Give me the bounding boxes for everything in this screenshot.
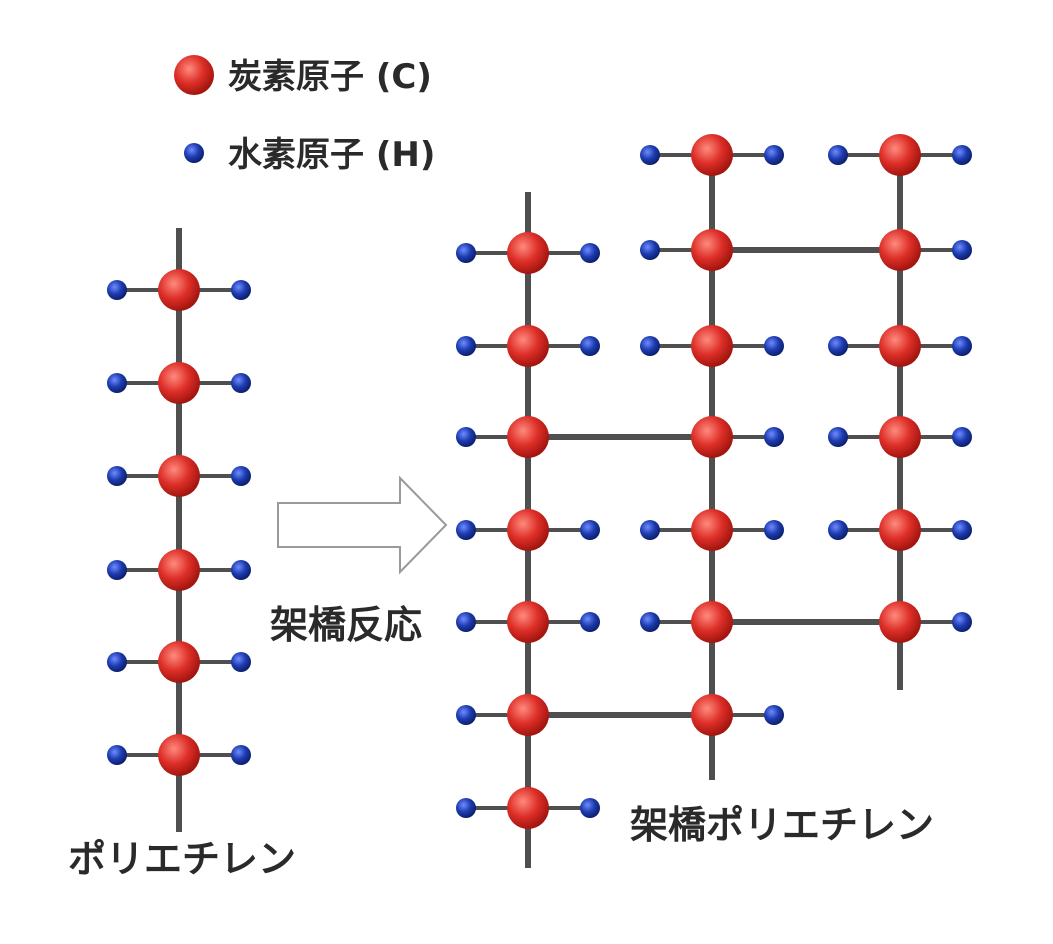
hydrogen-atom <box>828 336 848 356</box>
carbon-atom <box>691 694 733 736</box>
hydrogen-atom <box>764 427 784 447</box>
carbon-atom <box>507 509 549 551</box>
polyethylene-label: ポリエチレン <box>68 837 296 881</box>
carbon-atom <box>507 601 549 643</box>
hydrogen-atom <box>640 240 660 260</box>
hydrogen-atom <box>952 145 972 165</box>
hydrogen-atom <box>640 145 660 165</box>
hydrogen-atom <box>580 336 600 356</box>
hydrogen-atom <box>231 745 251 765</box>
hydrogen-atom <box>952 612 972 632</box>
hydrogen-atom <box>456 336 476 356</box>
carbon-atom <box>879 134 921 176</box>
hydrogen-atom <box>231 560 251 580</box>
legend-carbon-marker <box>174 55 214 95</box>
hydrogen-atom <box>640 612 660 632</box>
hydrogen-atom <box>828 520 848 540</box>
hydrogen-atom <box>231 280 251 300</box>
hydrogen-atom <box>640 336 660 356</box>
carbon-atom <box>158 269 200 311</box>
hydrogen-atom <box>580 520 600 540</box>
hydrogen-atom <box>952 240 972 260</box>
arrow-shape <box>277 475 448 575</box>
carbon-atom <box>507 416 549 458</box>
hydrogen-atom <box>828 427 848 447</box>
carbon-atom <box>879 601 921 643</box>
hydrogen-atom <box>764 520 784 540</box>
hydrogen-atom <box>764 145 784 165</box>
carbon-atom <box>879 325 921 367</box>
hydrogen-atom <box>456 427 476 447</box>
carbon-atom <box>691 601 733 643</box>
hydrogen-atom <box>764 336 784 356</box>
hydrogen-atom <box>456 705 476 725</box>
carbon-atom <box>507 232 549 274</box>
reaction-label: 架橋反応 <box>270 603 422 647</box>
polyethylene-chain <box>107 228 251 832</box>
carbon-atom <box>879 509 921 551</box>
hydrogen-atom <box>107 560 127 580</box>
legend-carbon-label: 炭素原子 (C) <box>228 57 432 97</box>
hydrogen-atom <box>107 373 127 393</box>
carbon-atom <box>507 694 549 736</box>
hydrogen-atom <box>456 520 476 540</box>
legend: 炭素原子 (C) 水素原子 (H) <box>174 55 435 175</box>
carbon-atom <box>691 134 733 176</box>
hydrogen-atom <box>952 520 972 540</box>
carbon-atom <box>691 509 733 551</box>
hydrogen-atom <box>764 705 784 725</box>
hydrogen-atom <box>231 373 251 393</box>
hydrogen-atom <box>231 466 251 486</box>
hydrogen-atom <box>107 280 127 300</box>
hydrogen-atom <box>828 145 848 165</box>
carbon-atom <box>507 787 549 829</box>
carbon-atom <box>158 641 200 683</box>
reaction-arrow <box>277 475 448 575</box>
carbon-atom <box>158 734 200 776</box>
carbon-atom <box>507 325 549 367</box>
hydrogen-atom <box>640 520 660 540</box>
hydrogen-atom <box>107 466 127 486</box>
carbon-atom <box>158 455 200 497</box>
crosslinked-polyethylene-network <box>456 134 972 868</box>
carbon-atom <box>879 229 921 271</box>
carbon-atom <box>691 229 733 271</box>
hydrogen-atom <box>580 243 600 263</box>
carbon-atom <box>691 325 733 367</box>
hydrogen-atom <box>952 427 972 447</box>
legend-hydrogen-label: 水素原子 (H) <box>228 135 435 175</box>
hydrogen-atom <box>456 798 476 818</box>
carbon-atom <box>879 416 921 458</box>
hydrogen-atom <box>107 745 127 765</box>
hydrogen-atom <box>456 243 476 263</box>
hydrogen-atom <box>231 652 251 672</box>
hydrogen-atom <box>580 612 600 632</box>
hydrogen-atom <box>952 336 972 356</box>
crosslinked-polyethylene-label: 架橋ポリエチレン <box>630 803 934 847</box>
hydrogen-atom <box>580 798 600 818</box>
carbon-atom <box>691 416 733 458</box>
hydrogen-atom <box>456 612 476 632</box>
carbon-atom <box>158 362 200 404</box>
hydrogen-atom <box>107 652 127 672</box>
legend-hydrogen-marker <box>184 143 204 163</box>
carbon-atom <box>158 549 200 591</box>
